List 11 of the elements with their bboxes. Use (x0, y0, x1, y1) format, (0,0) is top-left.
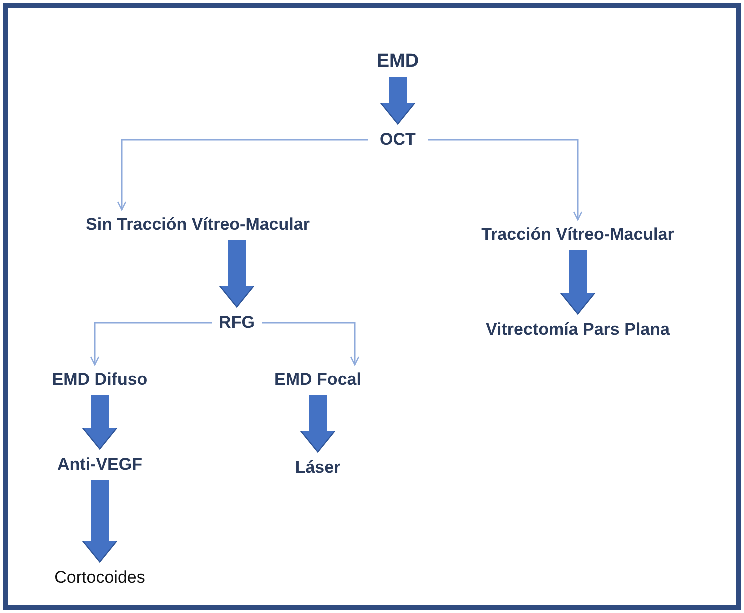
node-label: Sin Tracción Vítreo-Macular (86, 215, 310, 235)
node-label: Vitrectomía Pars Plana (486, 320, 670, 340)
node-label: Láser (295, 458, 341, 478)
node-label: EMD Focal (274, 370, 362, 390)
node-label: EMD (376, 51, 420, 73)
node-label: OCT (380, 130, 416, 150)
node-label: RFG (219, 313, 255, 333)
node-label: Cortocoides (54, 568, 146, 588)
node-label: Tracción Vítreo-Macular (482, 225, 674, 245)
node-label: Anti-VEGF (58, 455, 142, 475)
node-label: EMD Difuso (52, 370, 148, 390)
